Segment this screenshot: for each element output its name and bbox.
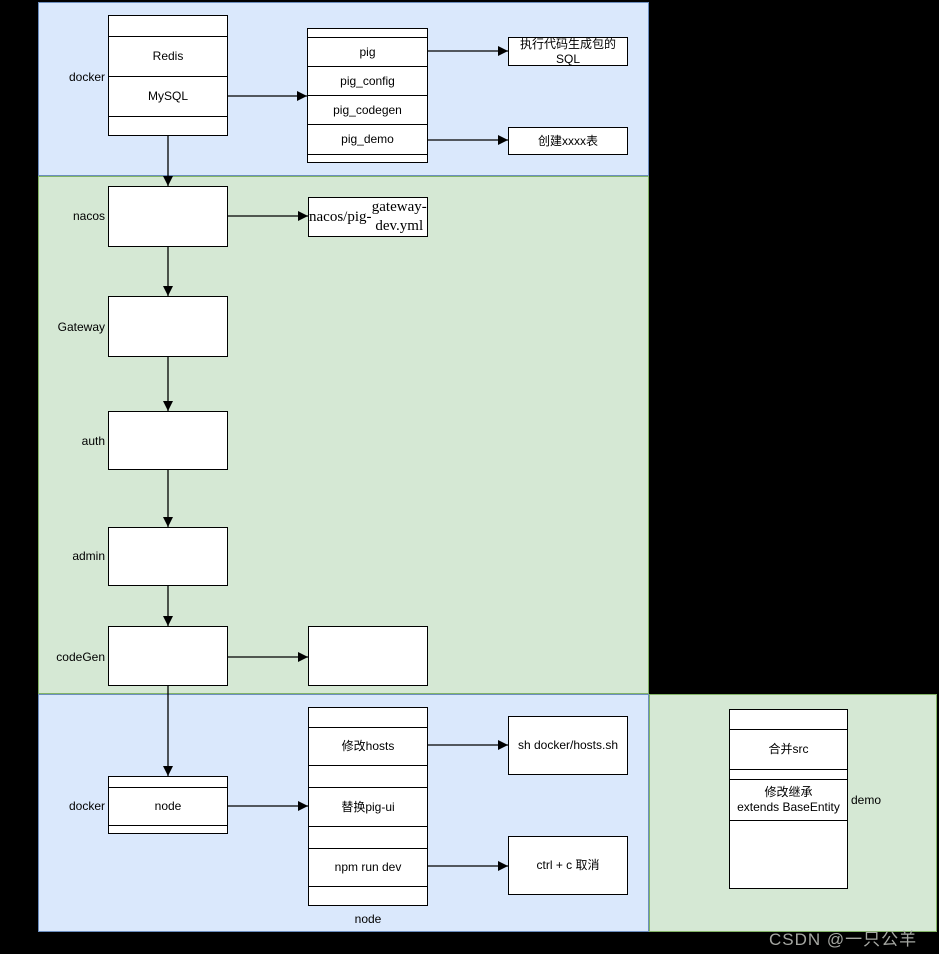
stack-row-empty <box>309 886 427 905</box>
stack-row-empty <box>730 710 847 729</box>
stack-row-empty <box>308 29 427 37</box>
stack-row-empty <box>109 825 227 833</box>
note-nacos-yml-line1: nacos/pig- <box>309 208 372 225</box>
stack-row-empty <box>730 820 847 888</box>
label-docker-top: docker <box>68 70 105 84</box>
stack-row-node: node <box>109 787 227 825</box>
stack-row-empty <box>109 16 227 36</box>
box-nacos <box>108 186 228 247</box>
stack-node: node <box>108 776 228 834</box>
note-ctrl-c: ctrl + c 取消 <box>508 836 628 895</box>
stack-row-pig: pig <box>308 37 427 66</box>
stack-ui-steps: 修改hosts 替换pig-ui npm run dev <box>308 707 428 906</box>
stack-row-merge-src: 合并src <box>730 729 847 769</box>
box-codegen-target <box>308 626 428 686</box>
stack-row-pig-config: pig_config <box>308 66 427 95</box>
label-gateway: Gateway <box>57 320 105 334</box>
modify-extends-line2: extends BaseEntity <box>737 800 840 814</box>
label-nacos: nacos <box>72 209 105 223</box>
stack-row-mysql: MySQL <box>109 76 227 116</box>
stack-row-modify-extends: 修改继承 extends BaseEntity <box>730 779 847 820</box>
note-exec-sql: 执行代码生成包的SQL <box>508 37 628 66</box>
stack-row-empty <box>109 777 227 787</box>
note-nacos-yml-line2: gateway-dev.yml <box>371 199 427 234</box>
stack-demo-steps: 合并src 修改继承 extends BaseEntity <box>729 709 848 889</box>
label-codegen: codeGen <box>56 650 105 664</box>
label-node-caption: node <box>354 912 382 926</box>
box-auth <box>108 411 228 470</box>
label-admin: admin <box>72 549 105 563</box>
label-docker-bottom: docker <box>68 799 105 813</box>
box-codegen <box>108 626 228 686</box>
stack-row-empty <box>309 826 427 848</box>
stack-row-npm-run-dev: npm run dev <box>309 848 427 886</box>
note-hosts-sh: sh docker/hosts.sh <box>508 716 628 775</box>
stack-row-redis: Redis <box>109 36 227 76</box>
stack-row-replace-pig-ui: 替换pig-ui <box>309 787 427 826</box>
stack-pig-modules: pig pig_config pig_codegen pig_demo <box>307 28 428 163</box>
note-nacos-yml: nacos/pig- gateway-dev.yml <box>308 197 428 237</box>
modify-extends-line1: 修改继承 <box>764 785 813 799</box>
label-demo: demo <box>851 793 882 807</box>
stack-row-empty <box>109 116 227 135</box>
watermark: CSDN @一只公羊 <box>769 930 918 949</box>
stack-row-edit-hosts: 修改hosts <box>309 727 427 765</box>
stack-row-pig-codegen: pig_codegen <box>308 95 427 124</box>
stack-row-empty <box>309 708 427 727</box>
box-gateway <box>108 296 228 357</box>
stack-row-empty <box>730 769 847 779</box>
label-auth: auth <box>81 434 105 448</box>
stack-row-pig-demo: pig_demo <box>308 124 427 154</box>
note-create-table: 创建xxxx表 <box>508 127 628 155</box>
stack-row-empty <box>308 154 427 162</box>
box-admin <box>108 527 228 586</box>
stack-row-empty <box>309 765 427 787</box>
stack-databases: Redis MySQL <box>108 15 228 136</box>
